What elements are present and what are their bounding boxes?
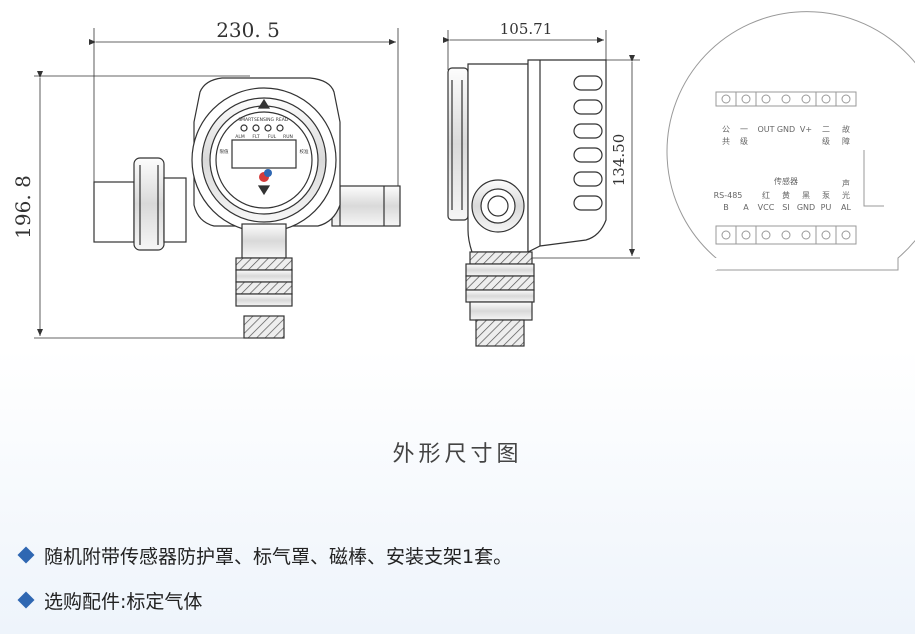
wiring-diagram [666, 11, 915, 271]
svg-text:校准: 校准 [300, 148, 309, 155]
svg-text:二: 二 [822, 125, 830, 134]
notes-list: 随机附带传感器防护罩、标气罩、磁棒、安装支架1套。 选购配件:标定气体 [14, 540, 512, 630]
diamond-bullet-icon [17, 591, 35, 609]
side-width-label: 105.71 [500, 20, 553, 38]
svg-text:SMART: SMART [238, 117, 254, 123]
front-view [34, 28, 401, 339]
side-view [443, 30, 640, 347]
note-text: 选购配件:标定气体 [44, 590, 203, 613]
svg-text:FLT: FLT [252, 134, 259, 140]
svg-text:级: 级 [740, 136, 748, 146]
front-width-label: 230. 5 [216, 18, 280, 42]
svg-text:声: 声 [842, 178, 850, 188]
svg-text:SI: SI [782, 203, 789, 212]
list-item: 选购配件:标定气体 [14, 585, 512, 615]
side-height-label: 134.50 [610, 134, 628, 187]
wiring-sensor-title: 传感器 [774, 176, 798, 186]
svg-text:故: 故 [842, 124, 850, 134]
svg-text:OUT: OUT [757, 125, 774, 134]
svg-text:SENSING: SENSING [254, 117, 275, 123]
svg-text:AL: AL [841, 203, 851, 212]
note-text: 随机附带传感器防护罩、标气罩、磁棒、安装支架1套。 [44, 545, 513, 568]
svg-text:GND: GND [777, 125, 795, 134]
svg-text:黄: 黄 [782, 190, 790, 200]
svg-text:READ: READ [276, 117, 289, 123]
svg-text:红: 红 [762, 190, 770, 200]
svg-text:共: 共 [722, 137, 730, 146]
svg-text:光: 光 [842, 190, 850, 200]
wiring-top-labels: 公 共 一 级 OUT GND V+ 二 级 故 障 [722, 124, 850, 146]
svg-text:B: B [723, 203, 729, 212]
svg-text:泵: 泵 [822, 191, 830, 200]
svg-text:RS-485: RS-485 [714, 191, 743, 200]
diamond-bullet-icon [17, 546, 35, 564]
front-height-label: 196. 8 [11, 175, 35, 239]
svg-text:一: 一 [740, 125, 748, 134]
svg-text:V+: V+ [800, 125, 812, 134]
svg-text:VCC: VCC [758, 203, 775, 212]
svg-text:GND: GND [797, 203, 815, 212]
front-panel-labels: SMART SENSING READ ALM FLT FUL RUN 限值 校准 [220, 117, 309, 155]
svg-text:级: 级 [822, 136, 830, 146]
svg-text:黑: 黑 [802, 191, 810, 200]
svg-text:障: 障 [842, 136, 850, 146]
svg-text:PU: PU [821, 203, 832, 212]
svg-text:RUN: RUN [283, 134, 293, 140]
wiring-bottom-labels: RS-485 B A 红 VCC 黄 SI 黑 GND 泵 PU 声 光 AL [714, 178, 852, 212]
svg-text:ALM: ALM [235, 134, 245, 140]
drawing-caption: 外形尺寸图 [392, 442, 523, 467]
svg-text:A: A [743, 203, 749, 212]
svg-text:公: 公 [722, 125, 730, 134]
svg-text:限值: 限值 [220, 148, 229, 155]
svg-text:FUL: FUL [268, 134, 277, 140]
list-item: 随机附带传感器防护罩、标气罩、磁棒、安装支架1套。 [14, 540, 512, 570]
dimension-drawing: 230. 5 196. 8 SMART SENSING READ ALM FLT… [11, 11, 915, 347]
